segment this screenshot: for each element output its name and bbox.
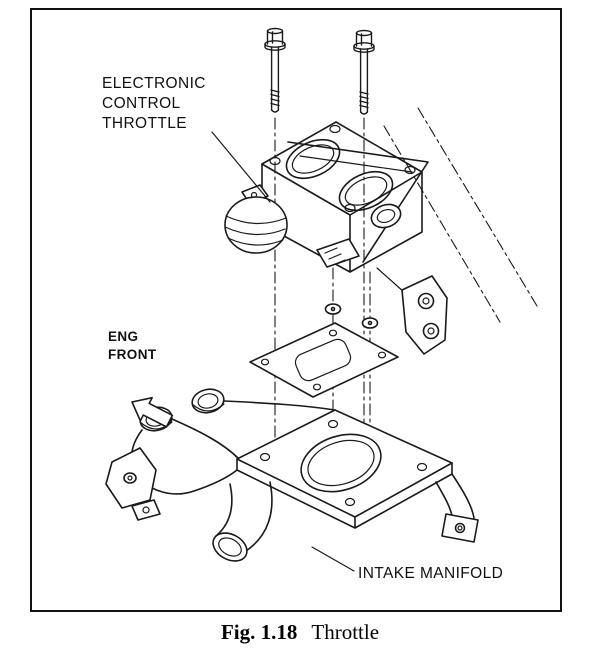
manifold-tab [131, 499, 161, 521]
throttle-exploded-diagram: ELECTRONIC CONTROL THROTTLE ENG FRONT IN… [102, 27, 538, 582]
centerline-diagonal-2 [417, 107, 538, 307]
pipe-opening-inner [218, 537, 242, 557]
bracket-ring-1 [417, 292, 435, 310]
plate-edge [287, 141, 429, 263]
gasket-opening [294, 338, 352, 382]
flange-bolt-pad-2 [329, 124, 341, 134]
leader-intake-manifold [311, 546, 355, 572]
gasket-hole-2 [328, 329, 338, 337]
flange-bolt-pad-4 [344, 203, 356, 213]
connector-pins [324, 247, 346, 266]
body-to-bracket-edge [376, 267, 405, 293]
right-arm-flange [441, 513, 479, 543]
mounting-bolts [264, 27, 375, 115]
figure-frame: ELECTRONIC CONTROL THROTTLE ENG FRONT IN… [30, 8, 562, 612]
manifold-hole-4 [344, 497, 356, 507]
figure-number: Fig. 1.18 [220, 620, 298, 644]
bolt-boss-2 [361, 317, 379, 329]
throttle-bore-2 [338, 170, 394, 212]
right-arm-hole-inner [457, 525, 463, 531]
bolt-boss-1 [324, 303, 342, 315]
throttle-bore-1 [285, 138, 341, 180]
eng-front-arrow-icon [131, 396, 174, 428]
flange-bolt-pad-3 [404, 165, 416, 175]
manifold-hole-1 [259, 452, 271, 462]
bracket-ring-2-hole [427, 327, 435, 335]
pipe-opening [212, 532, 248, 562]
bolt-left-icon [264, 27, 286, 113]
right-arm-hole [454, 522, 466, 534]
actuator-cap [224, 196, 288, 254]
callout-eng-front-line2: FRONT [108, 347, 157, 362]
manifold-foot [105, 447, 157, 509]
side-cylinder-inner [376, 208, 396, 224]
gasket-hole-4 [312, 383, 322, 391]
connector-block [316, 238, 360, 268]
runner-port-2-inner [197, 393, 219, 409]
callout-throttle-line3: THROTTLE [102, 115, 187, 132]
manifold-bore-inner [307, 439, 375, 487]
pipe-elbow [215, 481, 273, 552]
manifold-hole-2 [327, 419, 339, 429]
manifold-foot-hole-inner [127, 475, 133, 481]
actuator-cap-ribs [224, 215, 287, 246]
flange-bolt-pad-1 [269, 156, 281, 166]
callout-throttle-line2: CONTROL [102, 95, 181, 112]
leader-throttle [211, 131, 271, 203]
leader-lines [211, 131, 355, 572]
bolt-right-icon [353, 29, 375, 115]
exploded-drawing [105, 27, 538, 572]
manifold-foot-hole [123, 472, 137, 484]
mounting-plate-outline [287, 141, 429, 263]
runner-port-1-base [139, 421, 173, 430]
gasket-hole-1 [260, 358, 270, 366]
callout-throttle-line1: ELECTRONIC [102, 75, 206, 92]
callout-intake-manifold: INTAKE MANIFOLD [358, 565, 503, 582]
throttle-bore-2-inner [344, 176, 388, 206]
plate-inner-edge [299, 155, 413, 173]
bolt-boss-1-hole [330, 306, 336, 312]
figure-title: Throttle [311, 620, 380, 644]
throttle-bore-1-inner [291, 144, 335, 174]
side-cylinder [370, 203, 402, 229]
gasket-hole-3 [377, 351, 387, 359]
throttle-gasket [249, 322, 399, 398]
bracket-ring-1-hole [422, 297, 430, 305]
manifold-tab-hole [142, 506, 150, 514]
intake-manifold [105, 388, 479, 562]
side-bracket [401, 275, 448, 355]
callout-eng-front-line1: ENG [108, 329, 138, 344]
diagram-labels: ELECTRONIC CONTROL THROTTLE ENG FRONT IN… [102, 75, 503, 582]
figure-caption: Fig. 1.18 Throttle [0, 620, 600, 645]
manifold-bore [300, 433, 382, 493]
bracket-ring-2 [422, 322, 440, 340]
runner-port-2-base [191, 403, 225, 412]
right-arm [435, 473, 475, 519]
gasket-plate [249, 322, 399, 398]
manifold-hole-3 [416, 462, 428, 472]
bolt-boss-2-hole [367, 320, 373, 326]
throttle-body [224, 121, 448, 355]
